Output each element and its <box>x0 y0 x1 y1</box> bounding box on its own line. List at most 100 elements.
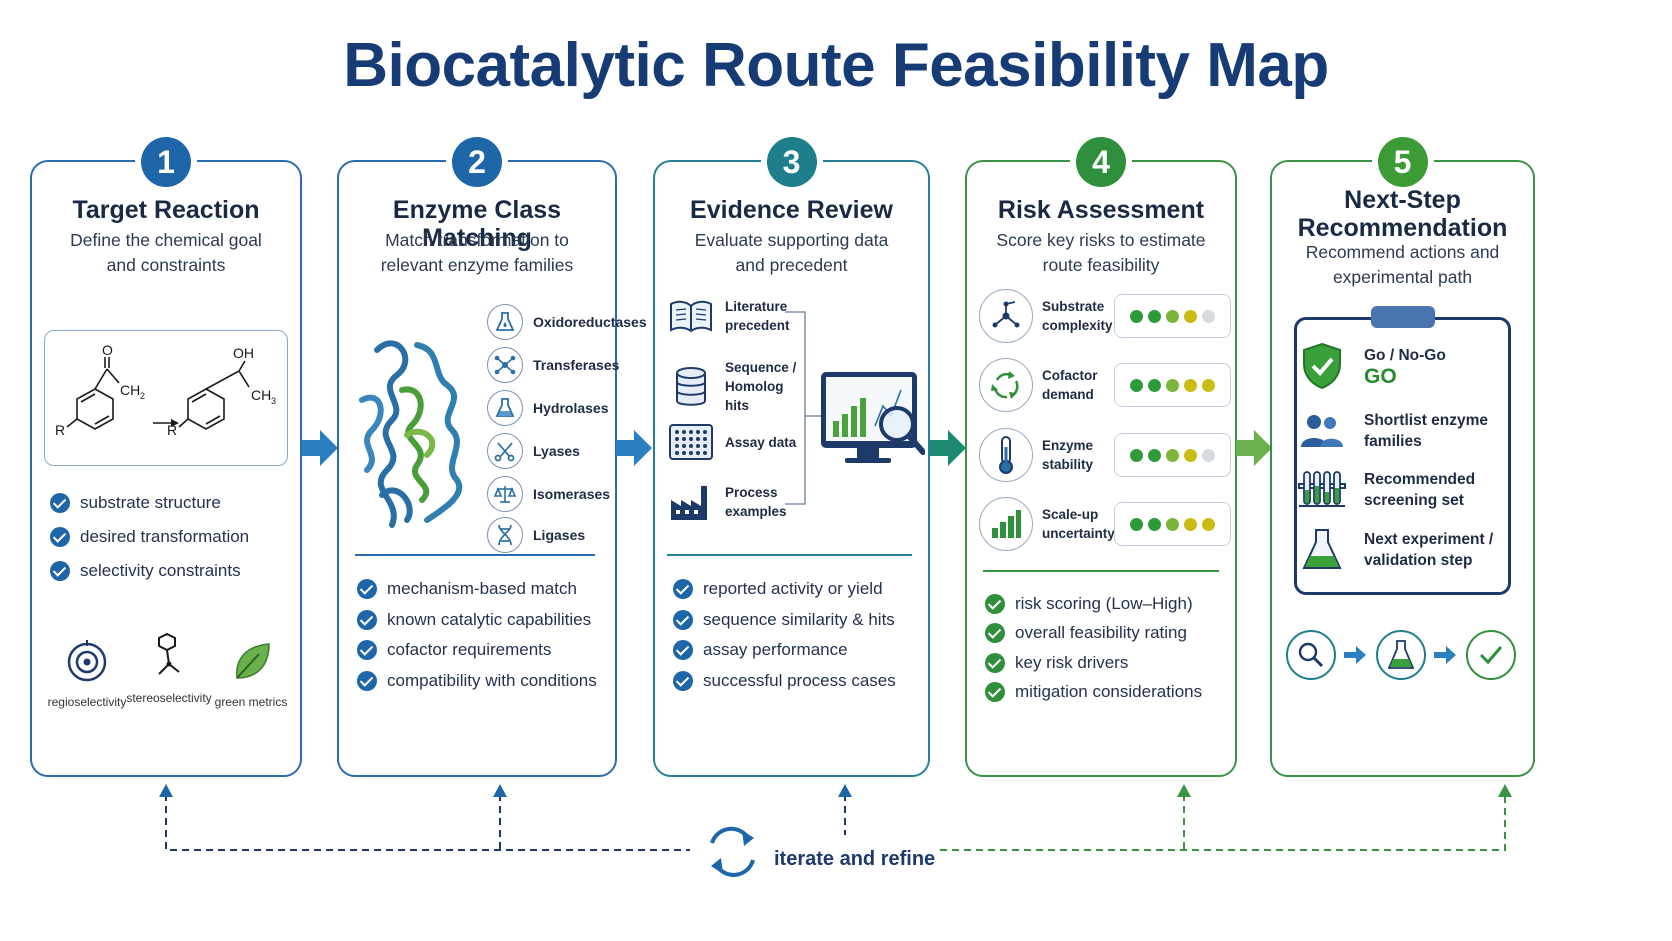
check-icon <box>357 609 377 630</box>
rating-dot <box>1129 448 1143 462</box>
check-icon <box>50 493 70 513</box>
monitor-analysis-icon <box>785 311 925 505</box>
rating-dot <box>1129 378 1143 392</box>
risk-rating <box>1114 294 1231 338</box>
step-title: Risk Assessment <box>997 196 1205 224</box>
check-item: key risk drivers <box>985 648 1225 678</box>
selectivity-item: green metrics <box>196 640 306 709</box>
check-item: known catalytic capabilities <box>357 605 605 636</box>
flow-arrow-icon <box>616 430 652 466</box>
check-item: substrate structure <box>50 486 290 520</box>
check-label: desired transformation <box>80 527 250 546</box>
rating-dot <box>1166 517 1179 531</box>
shield-check-icon <box>1294 342 1350 390</box>
label-line: complexity <box>1042 318 1113 333</box>
label-line: demand <box>1042 387 1094 402</box>
enzyme-class-label: Isomerases <box>533 486 611 502</box>
flask-icon <box>1376 630 1426 680</box>
step-number-badge: 1 <box>141 137 191 187</box>
selectivity-label: regioselectivity <box>47 695 127 709</box>
label-line: Next experiment / <box>1364 531 1494 548</box>
evidence-label: Sequence / Homolog hits <box>725 358 805 415</box>
recommendation-item: Next experiment /validation step <box>1294 528 1493 572</box>
label-line: Sequence / <box>725 360 797 375</box>
subtitle-line: relevant enzyme families <box>380 255 574 275</box>
check-item: sequence similarity & hits <box>673 605 918 636</box>
label-line: Process <box>725 485 778 500</box>
enzyme-class-label: Transferases <box>533 357 620 373</box>
step-subtitle: Evaluate supporting data and precedent <box>665 228 918 278</box>
risk-rating <box>1113 363 1231 407</box>
flow-arrow-icon <box>930 430 966 466</box>
flask-icon <box>1294 528 1350 572</box>
check-list: substrate structure desired transformati… <box>50 486 290 588</box>
risk-rating <box>1113 433 1231 477</box>
recommendation-clipboard <box>1294 306 1511 595</box>
label-line: Assay data <box>725 434 797 450</box>
check-label: cofactor requirements <box>387 640 552 660</box>
subtitle-line: Recommend actions and <box>1305 242 1500 262</box>
step-title: Evidence Review <box>690 196 893 224</box>
rating-dot <box>1201 378 1215 392</box>
check-item: reported activity or yield <box>673 574 918 605</box>
selectivity-label: stereoselectivity <box>126 691 212 705</box>
enzyme-class-label: Oxidoreductases <box>533 314 647 330</box>
check-icon <box>985 623 1005 644</box>
enzyme-class-item: Isomerases <box>487 476 610 512</box>
test-tubes-icon <box>1294 470 1350 510</box>
balance-icon <box>487 476 523 512</box>
check-list: risk scoring (Low–High) overall feasibil… <box>985 589 1225 707</box>
enzyme-class-item: Oxidoreductases <box>487 304 647 340</box>
network-icon <box>487 347 523 383</box>
subtitle-line: route feasibility <box>1042 255 1160 275</box>
subtitle-line: and constraints <box>106 255 226 275</box>
atom-label: OH <box>233 345 254 361</box>
check-icon <box>673 640 693 661</box>
check-label: selectivity constraints <box>80 561 241 580</box>
label-line: examples <box>725 504 787 519</box>
step-card-risk-assessment: 4 Risk Assessment Score key risks to est… <box>965 137 1237 777</box>
step-number-badge: 2 <box>452 137 502 187</box>
evidence-item: Process examples <box>669 482 805 522</box>
check-item: selectivity constraints <box>50 554 290 588</box>
database-icon <box>676 366 706 406</box>
subtitle-line: experimental path <box>1332 267 1473 287</box>
subtitle-line: and precedent <box>735 255 848 275</box>
rating-dot <box>1184 517 1197 531</box>
check-icon <box>985 593 1005 614</box>
check-icon <box>357 670 377 691</box>
step-number-badge: 4 <box>1076 137 1126 187</box>
rating-dot <box>1202 309 1215 323</box>
step-subtitle: Score key risks to estimate route feasib… <box>977 228 1225 278</box>
check-label: substrate structure <box>80 493 221 512</box>
flask-drop-icon <box>487 304 523 340</box>
checkmark-icon <box>1466 630 1516 680</box>
label-line: Literature <box>725 299 788 314</box>
check-item: overall feasibility rating <box>985 619 1225 649</box>
flow-arrow-icon <box>302 430 338 466</box>
step-number-badge: 3 <box>766 137 817 187</box>
thermometer-icon <box>979 428 1033 482</box>
atom-label: CH <box>120 382 140 398</box>
label-line: Enzyme <box>1042 438 1094 453</box>
enzyme-class-item: Lyases <box>487 433 580 469</box>
check-item: desired transformation <box>50 520 290 554</box>
divider <box>667 554 912 556</box>
page-title: Biocatalytic Route Feasibility Map <box>343 31 1329 100</box>
evidence-item: Sequence / Homolog hits <box>669 358 805 415</box>
label-line: Homolog hits <box>725 379 784 413</box>
title-line: Next-Step <box>1344 186 1461 214</box>
label-line: screening set <box>1364 492 1464 509</box>
label-line: stability <box>1042 457 1094 472</box>
atom-label: O <box>102 342 113 358</box>
reaction-scheme: R O CH 2 R OH CH 3 <box>44 330 288 466</box>
label-line: Cofactor <box>1042 368 1098 383</box>
plate-icon <box>669 424 713 460</box>
evidence-label: Assay data <box>725 433 805 452</box>
step-card-evidence-review: 3 Evidence Review Evaluate supporting da… <box>653 137 930 777</box>
